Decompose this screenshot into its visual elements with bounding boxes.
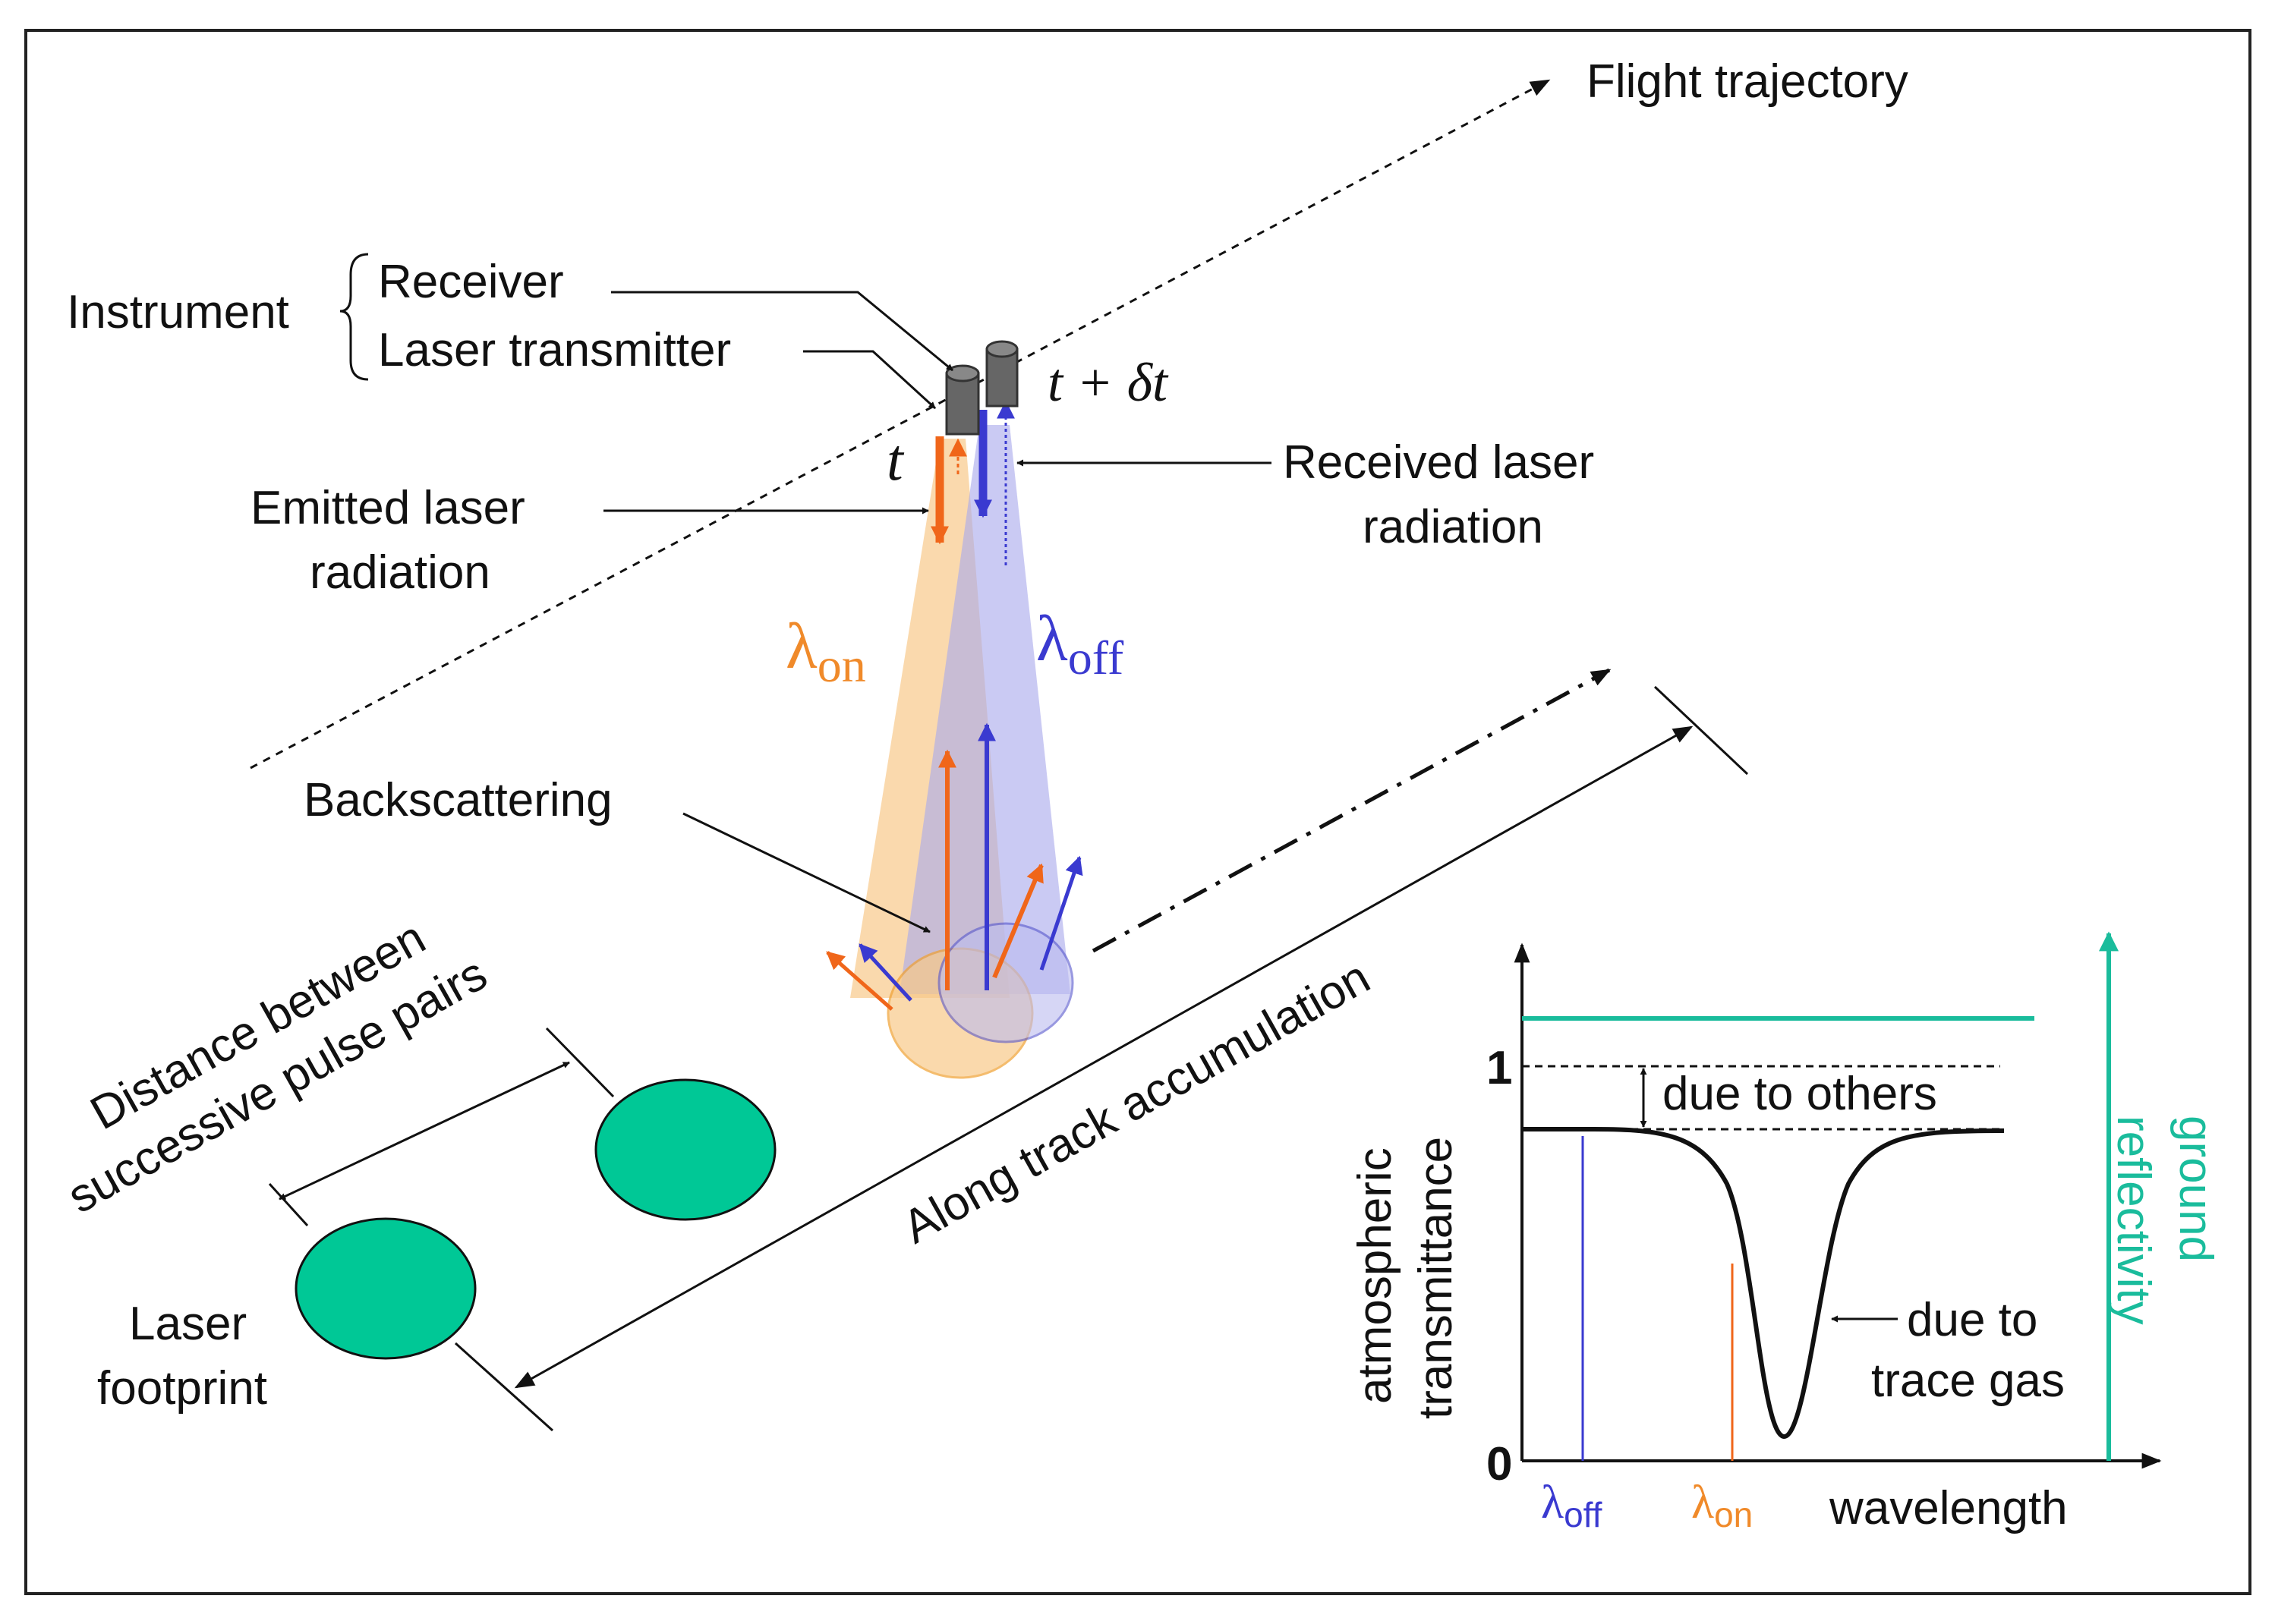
pulse-distance-tick-start (268, 1182, 309, 1227)
inset-lambda-off-label: λoff (1541, 1477, 1602, 1534)
transmittance-curve (1522, 1127, 2005, 1440)
inset-ylabel-line2: transmittance (1410, 1137, 1462, 1419)
pulse-distance-arrow (279, 1061, 570, 1201)
tick-0: 0 (1486, 1438, 1512, 1490)
ground-label-line2: reflectivity (2107, 1116, 2160, 1325)
laser-footprint-1 (295, 1217, 477, 1360)
figure-frame (24, 29, 2251, 1595)
backscattering-label: Backscattering (304, 774, 613, 826)
footprint-label-line2: footprint (97, 1362, 267, 1415)
along-track-arrow (514, 725, 1694, 1389)
ground-label-line1: ground (2169, 1116, 2222, 1262)
along-track-tick-start (454, 1342, 554, 1432)
instrument-label: Instrument (67, 286, 289, 338)
receiver-label: Receiver (378, 256, 564, 308)
tick-1: 1 (1486, 1042, 1512, 1094)
along-track-dashdot (1092, 668, 1612, 953)
footprint-label-line1: Laser (129, 1298, 247, 1350)
inset-xlabel: wavelength (1829, 1482, 2068, 1534)
t-label: t (887, 426, 905, 493)
emitted-label-line2: radiation (310, 546, 490, 599)
laser-transmitter-pointer (803, 350, 937, 410)
instrument-icon (945, 340, 1019, 436)
lambda-on-label: λon (786, 609, 866, 692)
inset-ylabel-line1: atmospheric (1349, 1147, 1401, 1404)
inset-lambda-on-label: λon (1691, 1477, 1753, 1534)
due-to-trace-gas-line2: trace gas (1871, 1355, 2065, 1407)
receiver-pointer (611, 291, 953, 372)
t-plus-delta-t-label: t + δt (1048, 352, 1169, 413)
received-label-line1: Received laser (1283, 436, 1594, 489)
lambda-off-label: λoff (1036, 602, 1124, 685)
transmittance-inset: 1 0 atmospheric transmittance ground ref… (1349, 931, 2222, 1534)
flight-trajectory-label: Flight trajectory (1587, 55, 1908, 108)
pulse-distance-tick-end (545, 1027, 615, 1098)
along-track-tick-end (1653, 685, 1749, 776)
received-label-line2: radiation (1363, 501, 1543, 553)
emitted-label-line1: Emitted laser (251, 482, 525, 534)
instrument-brace (339, 253, 369, 381)
flight-trajectory-line (250, 79, 1551, 770)
due-to-others-label: due to others (1662, 1068, 1937, 1120)
due-to-trace-gas-line1: due to (1907, 1294, 2037, 1346)
laser-transmitter-label: Laser transmitter (378, 324, 731, 376)
laser-footprint-2 (594, 1078, 777, 1221)
